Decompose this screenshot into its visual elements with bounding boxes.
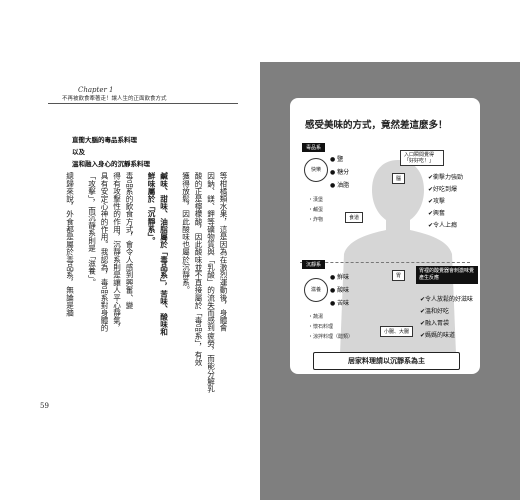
header-rule — [48, 103, 238, 104]
highlight-line-3: 溫和融入身心的沉靜系料理 — [72, 160, 150, 168]
body-column: 等柑橘類水果，這是因為在激烈運動後，身體會 — [219, 172, 228, 332]
chapter-title: 不再被飲食牽著走！讓人生的正面飲食方式 — [62, 96, 167, 102]
toxic-food: ・漢堡 — [308, 197, 324, 203]
body-column: 得有攻擊性的作用，沉靜系則是讓人平心靜氣， — [112, 172, 122, 332]
calm-food: ・涼拌料理（醋類） — [308, 334, 354, 340]
toxic-item: ● 鹽 — [330, 156, 344, 163]
body-column-bold: 鹹味、甜味、油脂屬於「毒品系」，苦味、酸味和 — [159, 172, 169, 336]
calm-item: ● 苦味 — [330, 300, 350, 307]
calm-effect: ✔媽媽的味道 — [420, 332, 456, 339]
brain-label: 腦 — [392, 173, 406, 184]
page-number: 59 — [40, 402, 49, 410]
calm-food: ・蔬湯 — [308, 314, 324, 320]
toxic-effect: ✔攻擊 — [428, 198, 446, 205]
calm-item: ● 鮮味 — [330, 274, 350, 281]
body-column: 酸的正是檸檬酸，因此酸味並不直接屬於「毒品系」，有效 — [194, 172, 203, 366]
stomach-label: 胃 — [392, 270, 406, 281]
calm-item: ● 酸味 — [330, 287, 350, 294]
calm-effect: ✔令人放鬆的好滋味 — [420, 296, 474, 303]
section-divider — [300, 262, 470, 263]
human-silhouette-icon — [340, 160, 456, 354]
calm-category-tag: 沉靜系 — [302, 260, 326, 269]
chapter-label-en: Chapter 1 — [78, 86, 114, 94]
toxic-category-tag: 毒品系 — [302, 143, 326, 152]
body-column-bold: 鮮味屬於「沉靜系」。 — [147, 172, 156, 245]
toxic-food: ・炸物 — [308, 217, 324, 223]
calm-effect: ✔融入胃袋 — [420, 320, 450, 327]
toxic-item: ● 油脂 — [330, 182, 350, 189]
intestine-label: 小腸、大腸 — [380, 326, 414, 337]
body-column: 毒品系的飲食方式，會令人感到興奮、變 — [125, 172, 134, 309]
nourish-circle: 滋養 — [304, 278, 328, 302]
body-column: 具有安定心神的作用。我認為，毒品系對身體的 — [100, 172, 109, 332]
body-column: 因鈉、鎂、鉀等礦物質與「乳酸」的流失而感到疲勞，而能分解乳 — [206, 172, 216, 393]
tasting-bubble: 入口瞬間覺得「好好吃！」 — [400, 150, 444, 166]
body-column: 獲得放鬆，因此酸味也屬於沉靜系。 — [181, 172, 191, 294]
esophagus-label: 食道 — [345, 212, 364, 223]
calm-food: ・懷石料理 — [308, 324, 334, 330]
footer-conclusion: 居家料理請以沉靜系為主 — [313, 352, 460, 370]
body-column: 「攻擊」，而沉靜系則是「滋養」。 — [87, 172, 97, 286]
body-column: 總歸來說，外食都是屬於毒品系，無論是牆 — [65, 172, 75, 317]
diagram-title: 感受美味的方式，竟然差這麼多！ — [305, 120, 448, 131]
toxic-effect: ✔衝擊力強勁 — [428, 174, 464, 181]
toxic-food: ・鹹蛋 — [308, 207, 324, 213]
toxic-item: ● 糖分 — [330, 169, 350, 176]
highlight-line-2: 以及 — [72, 148, 85, 156]
toxic-effect: ✔令人上癮 — [428, 222, 458, 229]
pleasure-circle: 快樂 — [304, 158, 328, 182]
toxic-effect: ✔好吃到爆 — [428, 186, 458, 193]
body-columns: 等柑橘類水果，這是因為在激烈運動後，身體會 因鈉、鎂、鉀等礦物質與「乳酸」的流失… — [65, 172, 230, 400]
highlight-line-1: 直衝大腦的毒品系料理 — [72, 136, 137, 144]
calm-effect: ✔溫和好吃 — [420, 308, 450, 315]
toxic-effect: ✔興奮 — [428, 210, 446, 217]
stomach-bubble: 胃裡的酸覺器會刺激味覺產生反應 — [416, 266, 478, 284]
